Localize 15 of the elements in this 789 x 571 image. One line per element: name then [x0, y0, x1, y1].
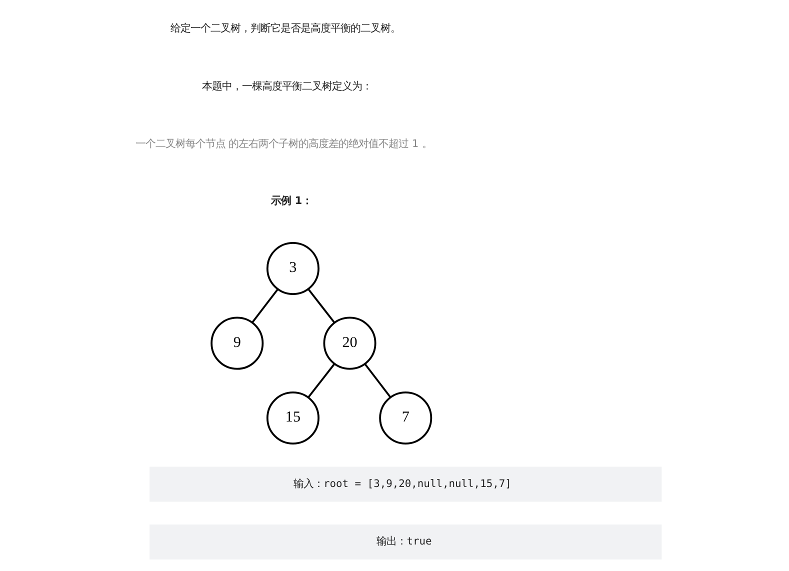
connector — [364, 364, 392, 398]
connector — [252, 288, 278, 323]
label: 一个二叉树每个节点 的左右两个子树的高度差的绝对值不超过 1 。 — [135, 138, 432, 150]
node-circle: 20 — [323, 316, 376, 370]
node-circle: 15 — [266, 392, 320, 445]
connector — [308, 364, 335, 398]
node-circle: 7 — [379, 392, 432, 445]
label: 输出：true — [376, 536, 432, 548]
node-circle: 3 — [266, 242, 320, 295]
label: 示例 1： — [271, 194, 312, 207]
label: 本题中，一棵高度平衡二叉树定义为： — [202, 80, 372, 92]
label: 给定一个二叉树，判断它是否是高度平衡的二叉树。 — [170, 22, 400, 35]
connector — [308, 288, 336, 324]
node-circle: 9 — [210, 316, 264, 370]
label: 输入：root = [3,9,20,null,null,15,7] — [293, 478, 512, 490]
